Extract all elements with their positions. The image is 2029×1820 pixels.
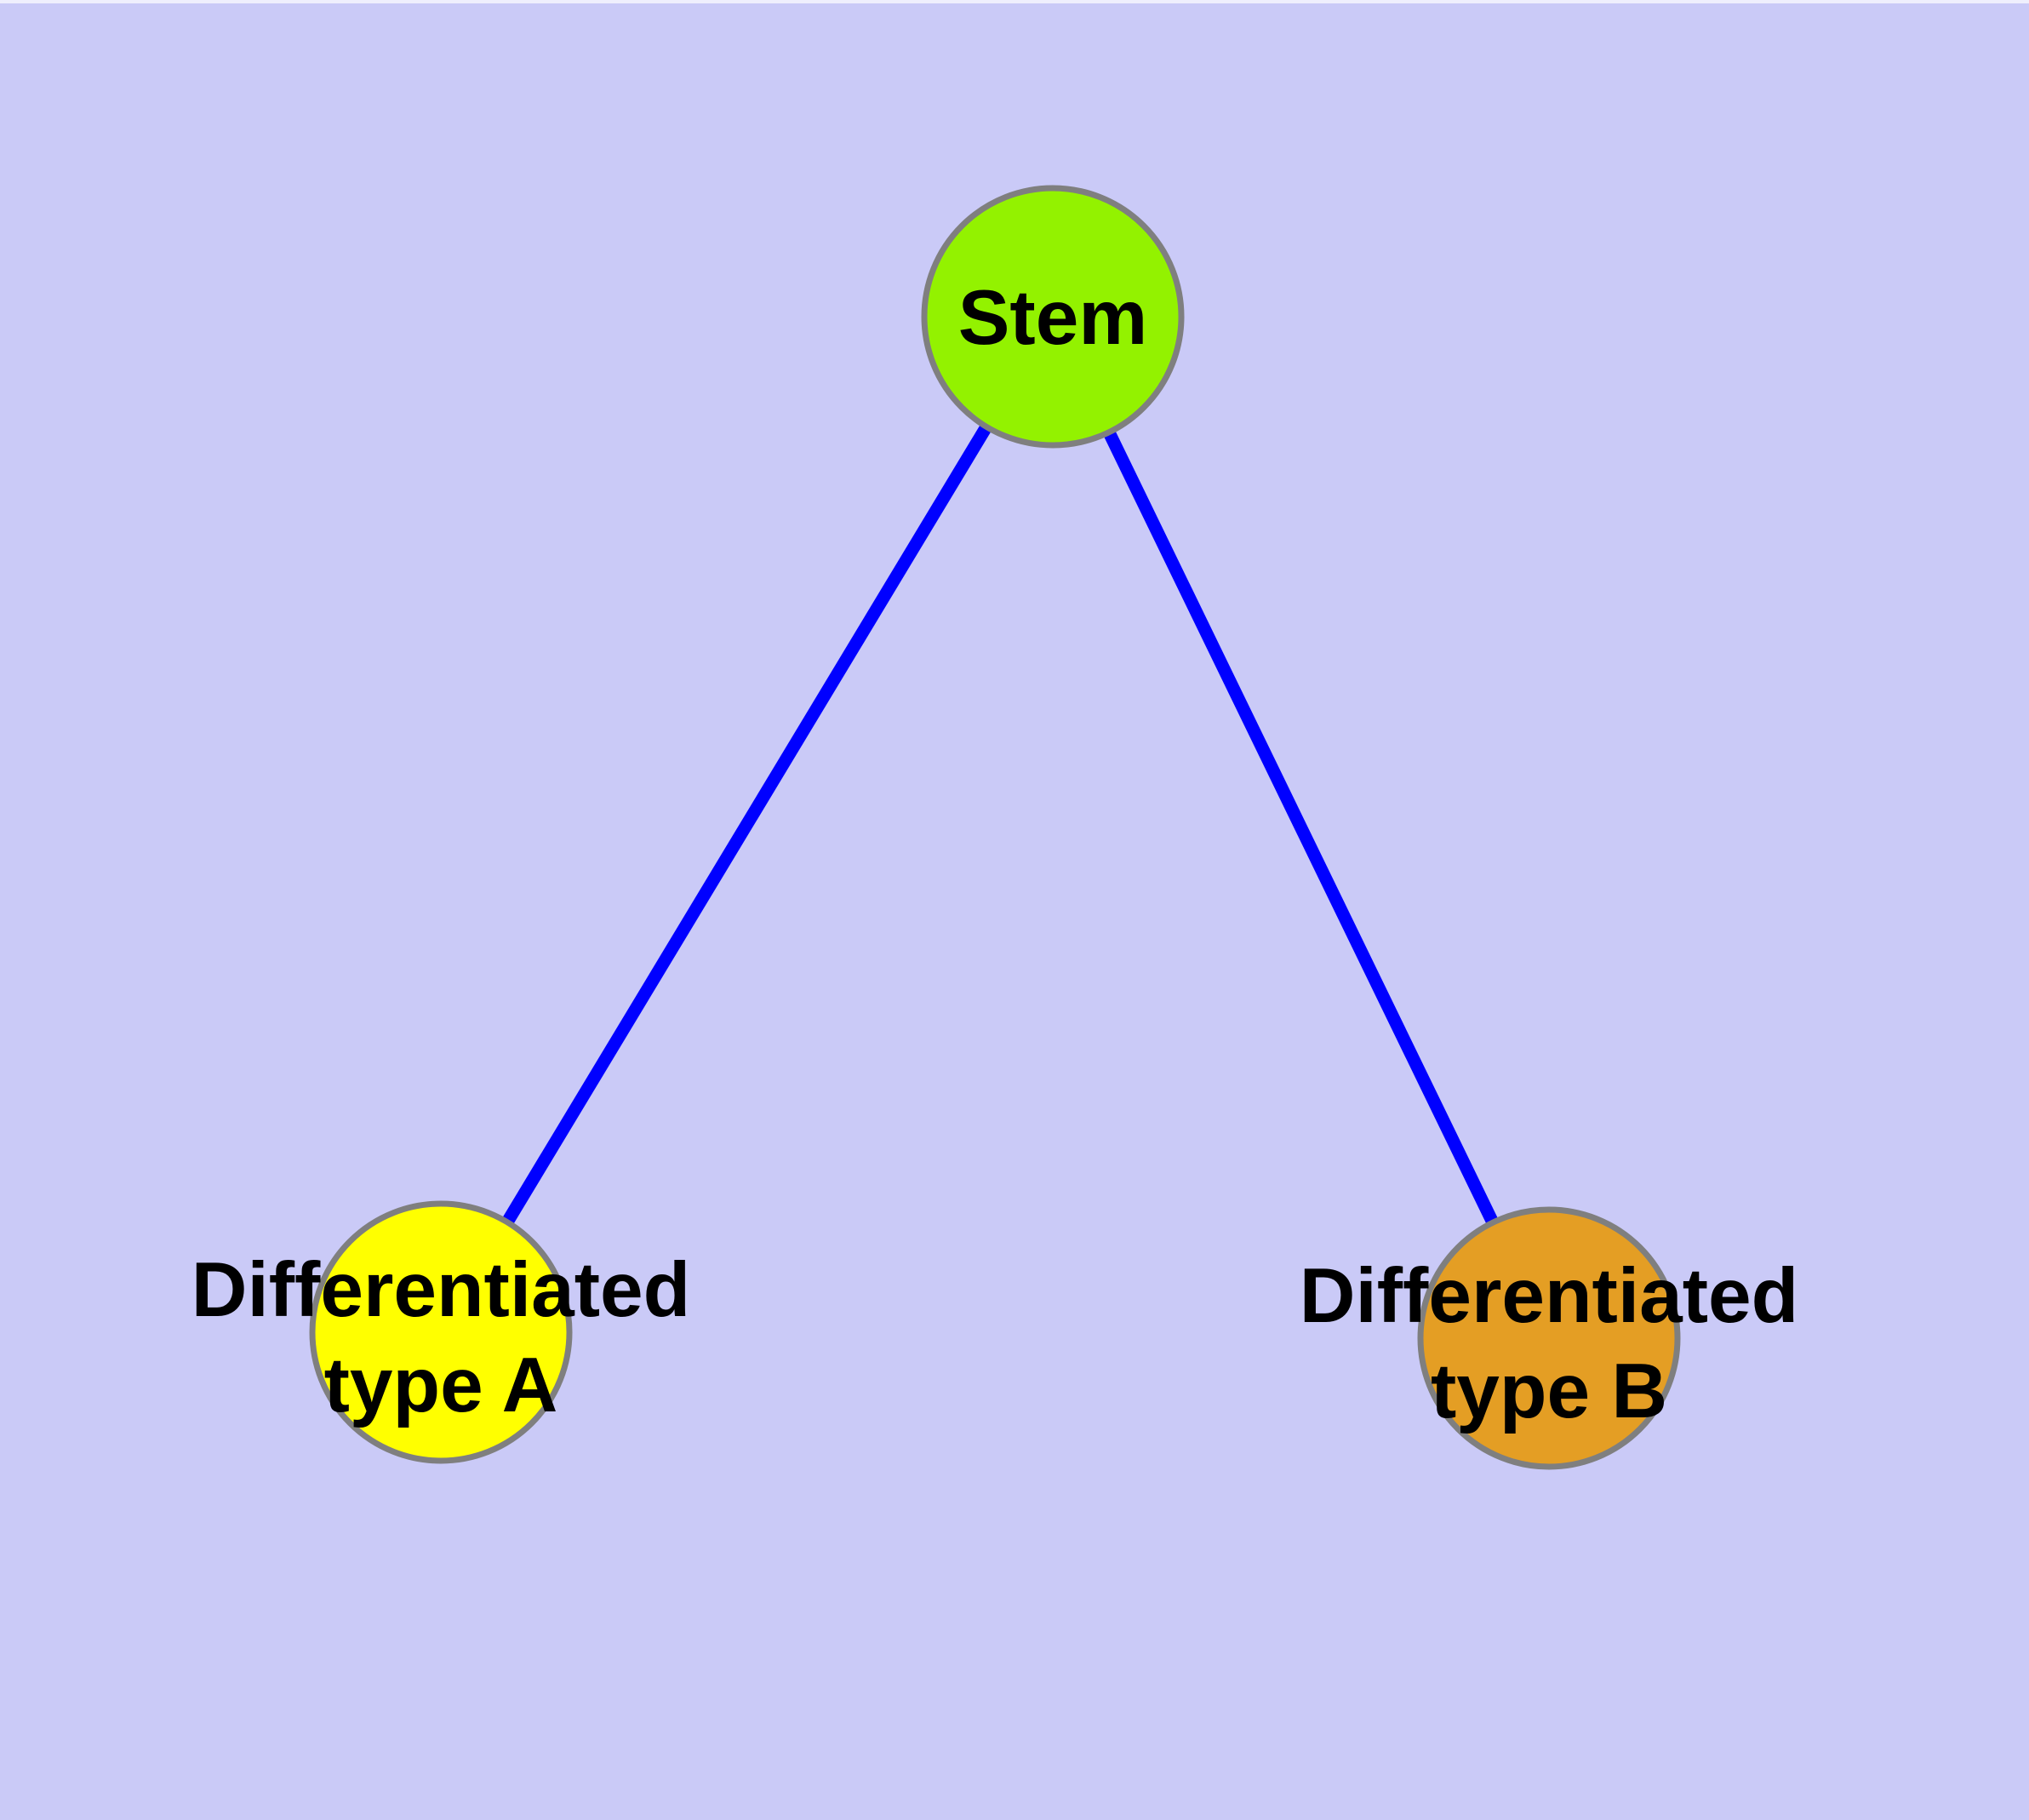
edge-stem-to-type-a <box>435 313 1059 1336</box>
node-type-b-label-line1: Differentiated <box>1300 1253 1799 1339</box>
top-edge-highlight <box>0 0 2029 3</box>
node-type-a-label-line1: Differentiated <box>191 1247 691 1333</box>
node-stem <box>921 185 1185 449</box>
node-differentiated-type-b <box>1417 1206 1681 1470</box>
node-type-a-label-line2: type A <box>324 1342 558 1428</box>
node-type-b-label-line2: type B <box>1431 1348 1667 1434</box>
node-stem-label: Stem <box>958 275 1148 361</box>
node-differentiated-type-a <box>309 1200 573 1464</box>
edge-stem-to-type-b <box>1047 313 1555 1342</box>
